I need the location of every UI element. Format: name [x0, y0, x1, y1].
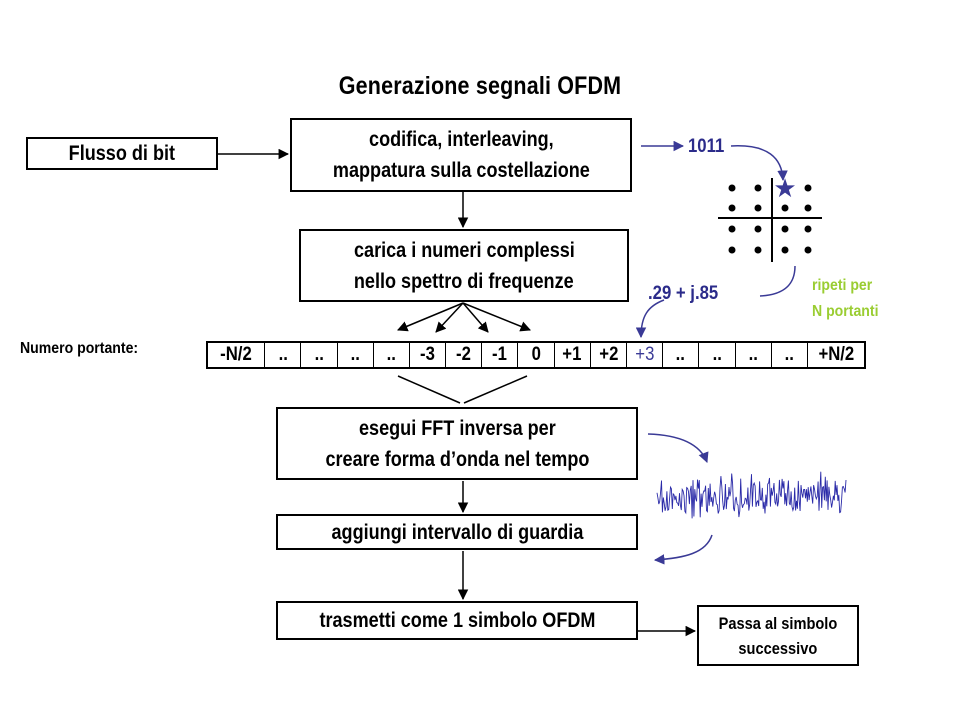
- carrier-cell: +2: [591, 343, 627, 367]
- ifft-line-2: creare forma d’onda nel tempo: [325, 447, 589, 471]
- arrow-to-carrier-c: [462, 302, 489, 333]
- carrier-cell-label: -N/2: [220, 344, 252, 365]
- constellation-point: [728, 246, 736, 254]
- ifft-line-1: esegui FFT inversa per: [358, 416, 556, 440]
- bitstream-label: Flusso di bit: [68, 142, 176, 165]
- constellation-point: [804, 184, 812, 192]
- next-symbol-box: Passa al simbolo successivo: [697, 605, 859, 666]
- carrier-cell-label: -3: [420, 344, 435, 365]
- carrier-cell: +N/2: [808, 343, 864, 367]
- carrier-cell-label: ..: [386, 344, 397, 365]
- carrier-cell: +3: [627, 343, 664, 367]
- spectrum-box: carica i numeri complessi nello spettro …: [299, 229, 629, 302]
- carrier-number-label: Numero portante:: [20, 340, 139, 357]
- funnel-line-left: [397, 375, 461, 404]
- carrier-cell-label: +N/2: [818, 344, 854, 365]
- guard-box: aggiungi intervallo di guardia: [276, 514, 638, 550]
- time-domain-waveform: [656, 471, 847, 519]
- constellation-point: [754, 246, 762, 254]
- carrier-cell: -N/2: [208, 343, 266, 367]
- arrow-ifft-to-waveform: [647, 433, 709, 463]
- encoding-line-2: mappatura sulla costellazione: [332, 159, 590, 182]
- carrier-cell-label: ..: [314, 344, 324, 365]
- carrier-cell-label: ..: [676, 344, 686, 365]
- carrier-cell: -2: [446, 343, 483, 367]
- arrow-to-carrier-d: [462, 302, 531, 332]
- carrier-cell-label: +3: [635, 344, 655, 365]
- constellation-star-point: ★: [773, 174, 796, 204]
- complex-value: .29 + j.85: [648, 283, 719, 304]
- constellation-point: [781, 204, 789, 212]
- constellation-point: [754, 204, 762, 212]
- carrier-cell: ..: [772, 343, 808, 367]
- carrier-cell-label: ..: [350, 344, 360, 365]
- spectrum-line-1: carica i numeri complessi: [353, 238, 575, 262]
- carrier-cell: +1: [555, 343, 591, 367]
- page-title: Generazione segnali OFDM: [338, 72, 622, 100]
- transmit-label: trasmetti come 1 simbolo OFDM: [319, 609, 595, 632]
- bitstream-box: Flusso di bit: [26, 137, 218, 170]
- arrow-value-to-carrier: [635, 299, 665, 339]
- carrier-cell: 0: [518, 343, 555, 367]
- constellation-diagram: ★: [728, 174, 812, 254]
- next-symbol-line-2: successivo: [738, 638, 818, 658]
- next-symbol-line-1: Passa al simbolo: [718, 613, 838, 633]
- carrier-cell-label: ..: [278, 344, 288, 365]
- spectrum-line-2: nello spettro di frequenze: [354, 269, 574, 293]
- carrier-cell-label: -2: [456, 344, 472, 365]
- constellation-point: [804, 246, 812, 254]
- carrier-cell-label: -1: [492, 344, 508, 365]
- ifft-box: esegui FFT inversa per creare forma d’on…: [276, 407, 638, 480]
- bits-example: 1011: [688, 136, 725, 157]
- carrier-cell: ..: [663, 343, 700, 367]
- arrow-to-carrier-a: [397, 302, 464, 332]
- repeat-note-line-1: ripeti per: [812, 277, 873, 294]
- carrier-cell-label: +1: [562, 344, 582, 365]
- carrier-cell-label: ..: [712, 344, 722, 365]
- constellation-point: [781, 225, 789, 233]
- arrow-bits-to-constellation: [730, 145, 788, 182]
- carrier-cell-label: ..: [748, 344, 758, 365]
- carrier-cell: ..: [374, 343, 410, 367]
- carrier-cell-label: 0: [531, 344, 541, 365]
- carrier-cell: ..: [265, 343, 302, 367]
- funnel-line-right: [463, 375, 528, 404]
- arrow-constellation-to-value: [759, 265, 796, 297]
- repeat-note-line-2: N portanti: [812, 303, 879, 320]
- carrier-cell: ..: [338, 343, 374, 367]
- constellation-point: [728, 184, 736, 192]
- constellation-point: [754, 225, 762, 233]
- carrier-cell: ..: [699, 343, 736, 367]
- encoding-line-1: codifica, interleaving,: [368, 128, 554, 151]
- carrier-strip: -N/2........ -3 -2 -1 0 +1 +2 +3........ +N/2: [206, 341, 866, 369]
- transmit-box: trasmetti come 1 simbolo OFDM: [276, 601, 638, 640]
- arrow-to-carrier-b: [435, 302, 464, 333]
- constellation-point: [728, 204, 736, 212]
- carrier-cell: -1: [482, 343, 519, 367]
- carrier-cell-label: ..: [784, 344, 794, 365]
- carrier-cell-label: +2: [598, 344, 618, 365]
- carrier-cell: ..: [301, 343, 338, 367]
- repeat-note: ripeti per N portanti: [812, 273, 878, 325]
- guard-label: aggiungi intervallo di guardia: [331, 520, 583, 544]
- constellation-point: [804, 225, 812, 233]
- constellation-point: [754, 184, 762, 192]
- constellation-point: [728, 225, 736, 233]
- constellation-point: [804, 204, 812, 212]
- encoding-box: codifica, interleaving, mappatura sulla …: [290, 118, 632, 192]
- carrier-cell: -3: [410, 343, 447, 367]
- constellation-point: [781, 246, 789, 254]
- arrow-waveform-to-guard: [653, 534, 713, 565]
- carrier-cell: ..: [736, 343, 772, 367]
